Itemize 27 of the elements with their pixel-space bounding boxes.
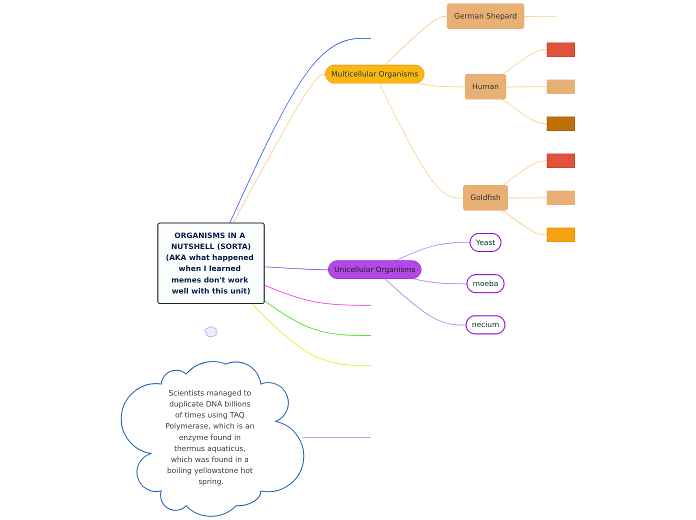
connector-line bbox=[251, 303, 372, 366]
connector-line bbox=[302, 437, 372, 438]
node-box bbox=[546, 116, 575, 131]
connector-line bbox=[417, 82, 466, 88]
connector-line bbox=[384, 278, 467, 326]
node-cloud bbox=[204, 326, 218, 338]
connector-line bbox=[379, 83, 464, 198]
connector-line bbox=[264, 266, 329, 270]
node-box bbox=[546, 190, 575, 205]
connector-line bbox=[502, 210, 548, 236]
connector-line bbox=[506, 86, 548, 88]
connector-line bbox=[502, 49, 548, 75]
node-box bbox=[546, 228, 575, 242]
connector-line bbox=[264, 300, 372, 336]
connector-line bbox=[384, 16, 448, 66]
connector-line bbox=[264, 284, 372, 306]
connector-line bbox=[413, 278, 468, 284]
connector-line bbox=[229, 38, 372, 224]
connector-line bbox=[232, 74, 326, 224]
node-box bbox=[546, 80, 575, 94]
connector-line bbox=[524, 16, 558, 17]
node-box bbox=[546, 42, 575, 57]
connector-line bbox=[507, 197, 548, 198]
connector-line bbox=[394, 242, 471, 262]
connector-line bbox=[502, 160, 548, 186]
node-box bbox=[546, 154, 575, 168]
connector-line bbox=[502, 99, 548, 124]
